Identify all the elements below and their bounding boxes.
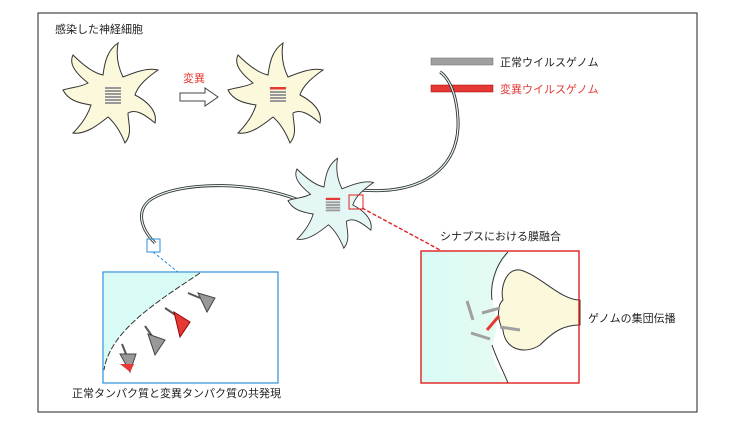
mutation-label: 変異 — [183, 71, 205, 85]
mutated-neuron — [227, 42, 324, 144]
title: 感染した神経細胞 — [55, 22, 143, 36]
synapse-inset — [420, 250, 581, 384]
coexpression-inset — [102, 271, 279, 384]
legend-normal-label: 正常ウイルスゲノム — [500, 56, 599, 69]
arrow-icon — [179, 87, 219, 107]
legend-mutant-swatch — [430, 84, 494, 93]
legend-normal-swatch — [430, 57, 494, 66]
mutant-protein-icon — [164, 307, 191, 339]
infected-neuron — [62, 42, 159, 144]
mutant-genome-icon — [485, 315, 501, 331]
legend-mutant-label: 変異ウイルスゲノム — [500, 82, 599, 96]
normal-protein-icon — [144, 325, 166, 357]
mixed-protein-icon — [119, 343, 137, 374]
propagation-label: ゲノムの集団伝播 — [588, 311, 676, 325]
central-neuron — [287, 157, 375, 250]
red-callout-marker — [348, 194, 364, 210]
synapse-label: シナプスにおける膜融合 — [440, 229, 561, 243]
normal-genome-stack — [105, 87, 121, 104]
normal-protein-icon — [187, 292, 216, 314]
coexpression-label: 正常タンパク質と変異タンパク質の共発現 — [72, 386, 281, 400]
